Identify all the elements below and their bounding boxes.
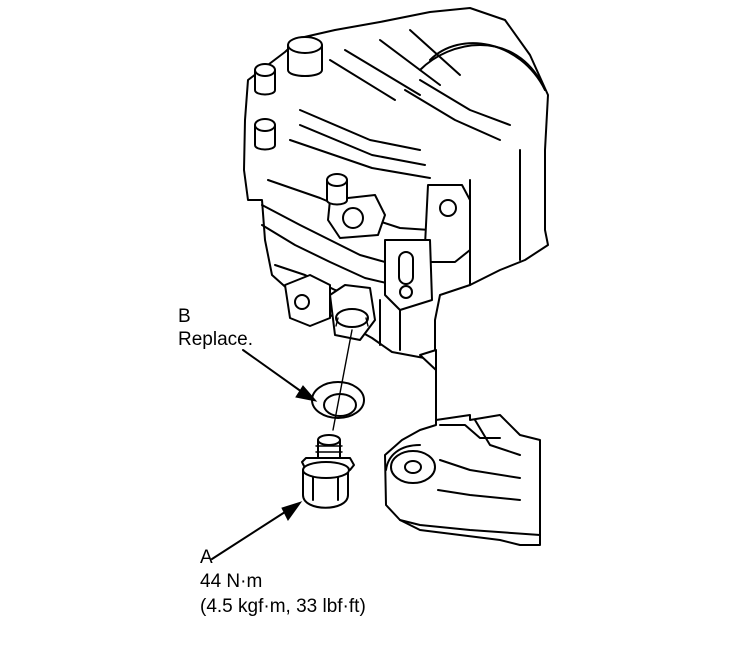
callout-b-note: Replace. xyxy=(178,329,253,350)
callout-b-letter: B xyxy=(178,306,191,327)
callout-a-torque-alt: (4.5 kgf·m, 33 lbf·ft) xyxy=(200,596,366,617)
transmission-housing xyxy=(243,7,549,361)
housing-bolts xyxy=(254,36,348,206)
alignment-line xyxy=(332,329,353,431)
leader-arrow-a xyxy=(211,501,303,560)
leader-arrow-b xyxy=(242,349,318,402)
drain-plug xyxy=(301,434,355,509)
mating-case xyxy=(384,349,541,546)
callout-a-torque: 44 N·m xyxy=(200,571,263,592)
callout-a-letter: A xyxy=(200,547,213,568)
